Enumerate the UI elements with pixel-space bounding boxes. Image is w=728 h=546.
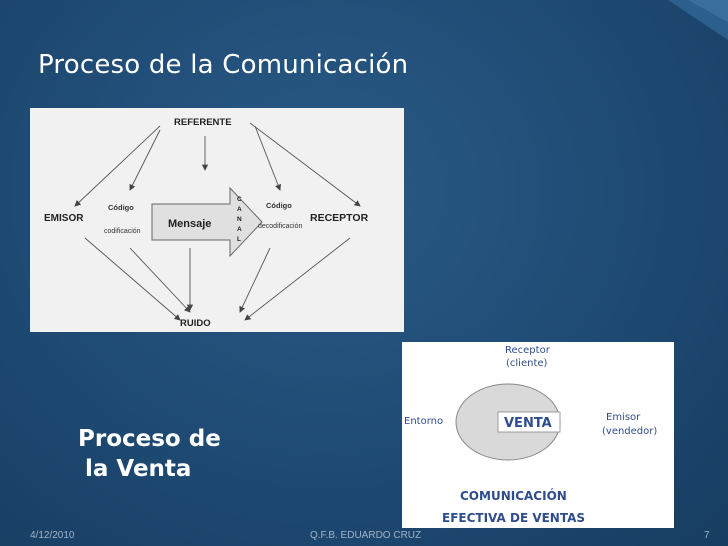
communication-diagram: Mensaje REFERENTE EMISOR RECEPTOR RUIDO …	[30, 108, 404, 332]
mensaje-label: Mensaje	[168, 218, 211, 230]
canal-letter: C	[237, 196, 242, 203]
corner-decoration	[668, 0, 728, 40]
sales-diagram: VENTA Receptor (cliente) Entorno Emisor …	[402, 342, 674, 528]
receptor-label: Receptor	[505, 345, 551, 356]
footer-author: Q.F.B. EDUARDO CRUZ	[310, 530, 422, 541]
footer-date: 4/12/2010	[30, 530, 75, 541]
decodificacion-label: decodificación	[258, 223, 302, 230]
receptor-label: RECEPTOR	[310, 212, 369, 224]
footer-page-number: 7	[704, 530, 710, 541]
codigo-left-label: Código	[108, 203, 134, 212]
canal-letter: A	[237, 206, 242, 213]
subtitle-line-1: Proceso de	[78, 426, 221, 452]
slide-title: Proceso de la Comunicación	[38, 50, 409, 80]
comunicacion-label: COMUNICACIÓN	[460, 488, 567, 503]
codificacion-label: codificación	[104, 228, 141, 235]
emisor-label: EMISOR	[44, 213, 84, 224]
efectiva-label: EFECTIVA DE VENTAS	[442, 511, 585, 525]
canal-letter: L	[237, 236, 241, 243]
subtitle-line-2: la Venta	[85, 456, 192, 482]
canal-letter: A	[237, 226, 242, 233]
emisor-label: Emisor	[606, 412, 641, 423]
referente-label: REFERENTE	[174, 117, 232, 128]
venta-label: VENTA	[504, 416, 552, 431]
ruido-label: RUIDO	[180, 318, 211, 329]
cliente-label: (cliente)	[506, 358, 548, 369]
sales-subtitle: Proceso de la Venta	[78, 424, 221, 484]
vendedor-label: (vendedor)	[602, 426, 657, 437]
canal-letter: N	[237, 216, 242, 223]
codigo-right-label: Código	[266, 201, 292, 210]
entorno-label: Entorno	[404, 416, 443, 427]
